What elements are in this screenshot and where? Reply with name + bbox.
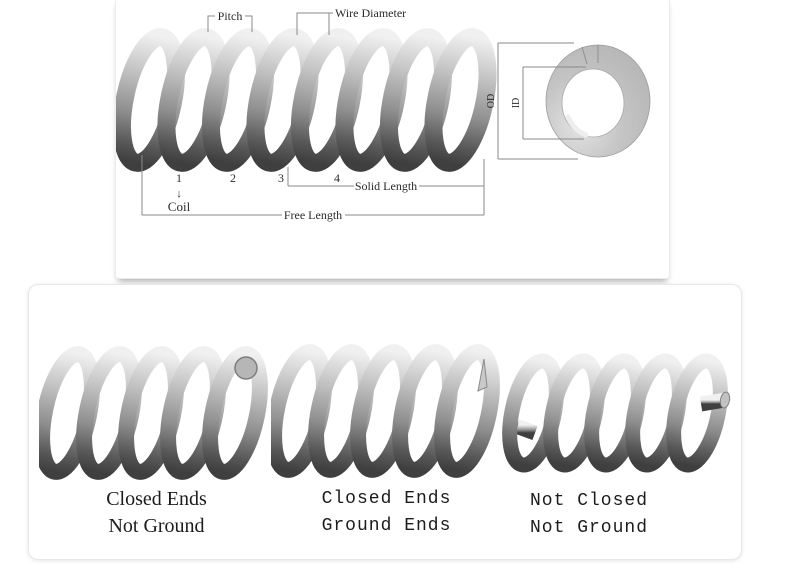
coil <box>666 353 728 473</box>
coil-cross-section <box>545 44 651 158</box>
caption-not-closed: Not Closed Not Ground <box>494 488 684 542</box>
spring-closed-ground <box>271 344 500 478</box>
caption-line: Closed Ends <box>106 488 207 510</box>
spring-closed-not-ground <box>39 346 268 480</box>
wire-end-face <box>234 356 258 380</box>
coil <box>202 346 268 480</box>
od-label: OD <box>486 94 497 108</box>
spring-not-closed <box>502 353 731 473</box>
coil <box>434 344 500 478</box>
coil-number-4: 4 <box>334 171 340 185</box>
wire-end-face <box>719 391 731 409</box>
caption-closed-ground: Closed Ends Ground Ends <box>279 486 494 540</box>
id-label: ID <box>511 98 522 109</box>
solid-length-label: Solid Length <box>355 179 417 193</box>
pitch-label: Pitch <box>218 9 243 23</box>
caption-line: Not Ground <box>529 518 649 538</box>
coil-number-3: 3 <box>278 171 284 185</box>
coil-number-2: 2 <box>230 171 236 185</box>
caption-closed-not-ground: Closed Ends Not Ground <box>54 486 259 540</box>
free-length-label: Free Length <box>284 208 342 222</box>
main-spring-illustration <box>116 28 497 172</box>
coil-number-1: 1 <box>176 171 182 185</box>
ground-end-cut <box>477 358 488 392</box>
caption-line: Not Ground <box>108 515 205 537</box>
coil-label: Coil <box>168 199 191 214</box>
caption-line: Ground Ends <box>321 516 452 536</box>
wire-diameter-label: Wire Diameter <box>335 6 406 20</box>
caption-line: Closed Ends <box>321 489 452 509</box>
dimension-labels: Pitch Wire Diameter 1 2 3 4 ↓ Coil Solid… <box>168 6 522 222</box>
dimension-diagram-panel: Pitch Wire Diameter 1 2 3 4 ↓ Coil Solid… <box>115 0 670 279</box>
end-types-panel: Closed Ends Not Ground Closed Ends Groun… <box>28 284 742 560</box>
coil <box>424 28 497 172</box>
dimension-diagram: Pitch Wire Diameter 1 2 3 4 ↓ Coil Solid… <box>116 6 651 222</box>
caption-line: Not Closed <box>529 491 649 511</box>
ring-seam <box>581 46 588 65</box>
coil-arrow-icon: ↓ <box>176 188 182 200</box>
